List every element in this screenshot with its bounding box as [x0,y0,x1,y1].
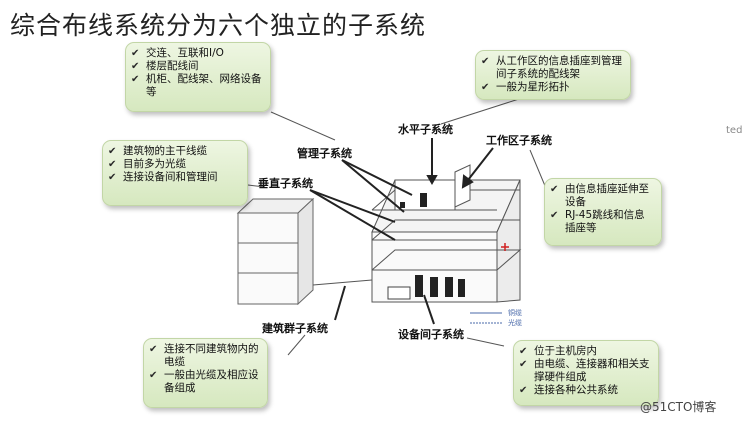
callout-item: 一般为星形拓扑 [480,81,624,94]
callout-item: RJ-45跳线和信息插座等 [549,209,655,235]
callout-item: 连接不同建筑物内的电缆 [148,343,261,369]
cross-marker [501,243,509,251]
label-management: 管理子系统 [297,147,352,160]
legend-fiber: 光缆 [508,319,522,327]
callout-equipment: 位于主机房内 由电缆、连接器和相关支撑硬件组成 连接各种公共系统 [513,340,659,406]
label-vertical: 垂直子系统 [258,177,313,190]
callout-vertical: 建筑物的主干线缆 目前多为光缆 连接设备间和管理间 [102,140,248,206]
callout-item: 从工作区的信息插座到管理间子系统的配线架 [480,55,624,81]
callout-item: 由电缆、连接器和相关支撑硬件组成 [518,358,652,384]
label-campus: 建筑群子系统 [262,322,328,335]
label-equipment: 设备间子系统 [398,328,464,341]
legend-copper: 铜缆 [508,309,522,317]
callout-item: 建筑物的主干线缆 [107,145,241,158]
callout-horizontal: 从工作区的信息插座到管理间子系统的配线架 一般为星形拓扑 [475,50,631,100]
callout-item: 连接各种公共系统 [518,384,652,397]
label-horizontal: 水平子系统 [398,123,453,136]
callout-item: 一般由光缆及相应设备组成 [148,369,261,395]
campus-cable [312,279,373,286]
callout-management: 交连、互联和I/O 楼层配线间 机柜、配线架、网络设备等 [125,42,271,112]
small-building [236,197,315,306]
label-workarea: 工作区子系统 [486,134,552,147]
pointer-arrows [309,138,494,325]
callout-campus: 连接不同建筑物内的电缆 一般由光缆及相应设备组成 [143,338,268,408]
callout-item: 由信息插座延伸至设备 [549,183,655,209]
callout-workarea: 由信息插座延伸至设备 RJ-45跳线和信息插座等 [544,178,662,246]
side-text: ted [726,125,743,136]
callout-item: 交连、互联和I/O [130,47,264,60]
watermark: @51CTO博客 [640,400,717,414]
callout-item: 楼层配线间 [130,60,264,73]
callout-item: 目前多为光缆 [107,158,241,171]
callout-item: 连接设备间和管理间 [107,171,241,184]
callout-item: 位于主机房内 [518,345,652,358]
equipment-racks [387,193,465,300]
page-title: 综合布线系统分为六个独立的子系统 [10,11,427,40]
callout-item: 机柜、配线架、网络设备等 [130,73,264,99]
